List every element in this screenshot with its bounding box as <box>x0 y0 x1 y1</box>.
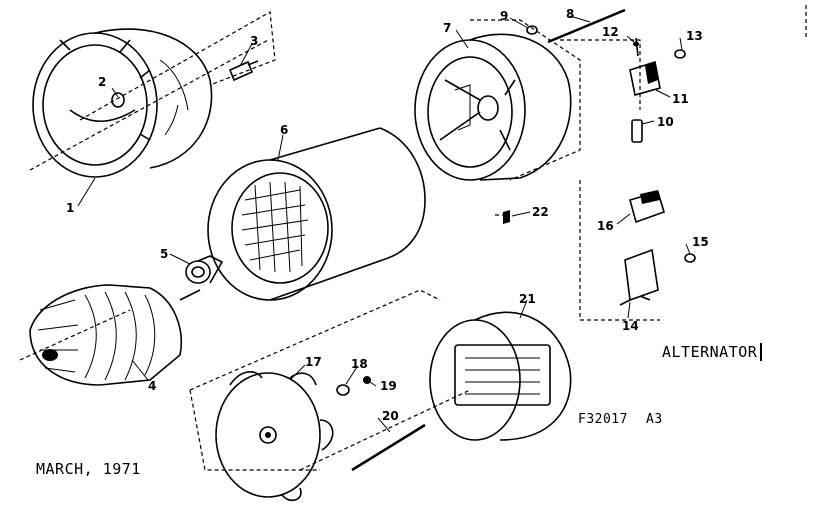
callout-1: 1 <box>66 201 74 215</box>
drawing-code: F32017 <box>578 412 628 427</box>
fitting-part-22 <box>503 210 510 224</box>
callout-9: 9 <box>500 9 508 23</box>
callout-11: 11 <box>672 92 689 106</box>
washer-part-18 <box>336 384 350 396</box>
callout-7: 7 <box>443 21 451 35</box>
washer-part-13 <box>674 49 686 59</box>
diagram-date: MARCH, 1971 <box>36 460 141 478</box>
bolt-part-20 <box>351 423 426 472</box>
rear-housing-part <box>414 33 572 181</box>
callout-15: 15 <box>692 235 709 249</box>
front-housing-part <box>32 28 213 178</box>
drawing-revision: A3 <box>646 412 663 427</box>
callout-22: 22 <box>532 205 549 219</box>
nut-part-9 <box>526 25 538 35</box>
callout-8: 8 <box>566 7 574 21</box>
callout-21: 21 <box>519 292 536 306</box>
callout-19: 19 <box>380 379 397 393</box>
capacitor-part-16 <box>629 190 665 224</box>
diagram-title: ALTERNATOR <box>662 343 763 361</box>
nut-part-19 <box>363 376 371 384</box>
callout-4: 4 <box>148 379 156 393</box>
spring-part-10 <box>631 119 643 143</box>
alignment-dashes <box>19 5 807 471</box>
stator-part <box>207 127 426 301</box>
leader-lines <box>77 15 691 433</box>
callout-18: 18 <box>351 357 368 371</box>
bolt-part-8 <box>547 8 626 44</box>
fan-part <box>215 371 334 502</box>
rotor-part <box>29 284 201 386</box>
callout-3: 3 <box>250 34 258 48</box>
callout-17: 17 <box>305 355 322 369</box>
screw-part-12 <box>633 37 639 57</box>
callout-2: 2 <box>98 75 106 89</box>
part-callouts: 1 2 3 4 5 6 7 8 9 10 11 12 13 14 15 16 1… <box>66 7 709 423</box>
brush-holder-part-11 <box>629 60 661 97</box>
callout-16: 16 <box>597 219 614 233</box>
screw-part-3 <box>228 60 259 82</box>
rectifier-part-14 <box>619 248 659 306</box>
callout-13: 13 <box>686 29 703 43</box>
callout-14: 14 <box>622 319 639 333</box>
callout-5: 5 <box>160 247 168 261</box>
callout-6: 6 <box>280 123 288 137</box>
screw-part-15 <box>684 253 696 263</box>
bearing-part <box>185 255 224 284</box>
callout-10: 10 <box>657 115 674 129</box>
rear-cover-part <box>429 311 572 441</box>
callout-12: 12 <box>602 25 619 39</box>
callout-20: 20 <box>382 409 399 423</box>
